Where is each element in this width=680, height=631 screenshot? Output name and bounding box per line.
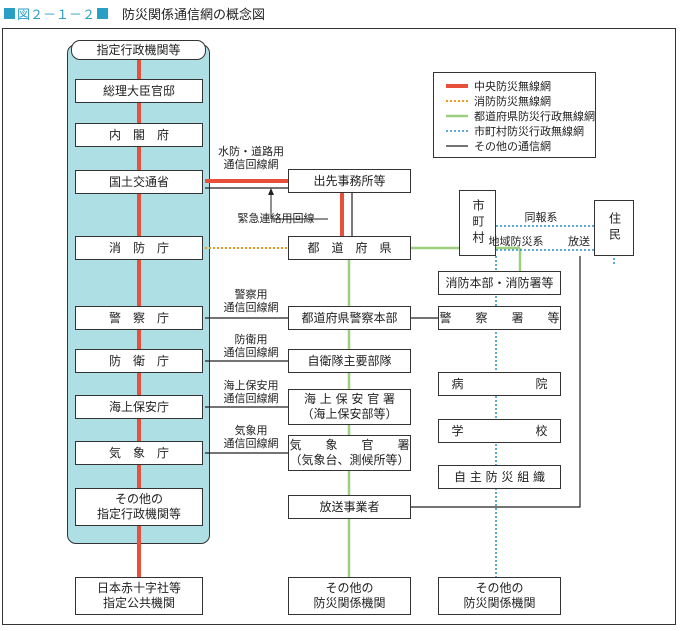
police-net-label: 警察用 通信回線網 — [223, 288, 279, 314]
square-icon — [4, 7, 15, 19]
coast-guard-box: 海 上 保 安 官 署 （海上保安部等） — [288, 389, 411, 425]
designated-public-box: 日本赤十字社等 指定公共機関 — [75, 577, 203, 615]
figure-title: 防災関係通信網の概念図 — [122, 7, 266, 23]
broadcast-line — [411, 256, 581, 508]
water-road-label: 水防・道路用 通信回線網 — [218, 145, 284, 171]
other-org-box: その他の 防災関係機関 — [288, 577, 411, 615]
arrow-up-icon — [268, 188, 274, 195]
legend-label: 中央防災無線網 — [474, 79, 551, 93]
school-box: 学 校 — [438, 419, 561, 443]
legend-item: 都道府県防災行政無線網 — [434, 108, 595, 123]
legend-item: 消防防災無線網 — [434, 93, 595, 108]
legend-item: 市町村防災行政無線網 — [434, 123, 595, 138]
emergency-label: 緊急連絡用回線 — [237, 212, 315, 225]
legend-item: 中央防災無線網 — [434, 78, 595, 93]
defense-net-label: 防衛用 通信回線網 — [223, 333, 279, 359]
panel-title: 指定行政機関等 — [71, 40, 206, 60]
volunteer-org-box: 自 主 防 災 組 織 — [438, 465, 561, 489]
prefecture-box: 都 道 府 県 — [288, 236, 411, 260]
municipality-box: 市町村 — [459, 190, 496, 256]
regional-office-box: 出先事務所等 — [288, 169, 411, 193]
agency-box: 気 象 庁 — [75, 441, 203, 465]
doho-label: 同報系 — [524, 211, 558, 224]
legend-label: 都道府県防災行政無線網 — [474, 109, 595, 123]
figure-header: 図２－１－２ 防災関係通信網の概念図 — [4, 4, 266, 23]
coast-net-label: 海上保安用 通信回線網 — [223, 379, 279, 405]
agency-box: その他の 指定行政機関等 — [75, 488, 203, 526]
broadcaster-box: 放送事業者 — [288, 495, 411, 519]
agency-box: 防 衛 庁 — [75, 349, 203, 373]
fire-hq-box: 消防本部・消防署等 — [438, 271, 561, 295]
police-hq-box: 都道府県警察本部 — [288, 306, 411, 330]
legend: 中央防災無線網 消防防災無線網 都道府県防災行政無線網 市町村防災行政無線網 そ… — [433, 72, 596, 158]
chiiki-label: 地域防災系 — [488, 235, 544, 248]
agency-box: 警 察 庁 — [75, 306, 203, 330]
agency-box: 総理大臣官邸 — [75, 79, 203, 103]
figure-number: 図２－１－２ — [17, 7, 96, 23]
legend-label: 消防防災無線網 — [474, 94, 551, 108]
agency-box: 海上保安庁 — [75, 395, 203, 419]
agency-box: 内 閣 府 — [75, 123, 203, 147]
agency-box: 消 防 庁 — [75, 236, 203, 260]
hospital-box: 病 院 — [438, 372, 561, 396]
police-station-box: 警 察 署 等 — [438, 306, 561, 330]
met-office-box: 気 象 官 署 （気象台、測候所等） — [288, 435, 411, 471]
other-org-box-right: その他の 防災関係機関 — [438, 577, 561, 615]
sdf-box: 自衛隊主要部隊 — [288, 349, 411, 373]
square-icon — [97, 7, 109, 19]
legend-label: 市町村防災行政無線網 — [474, 124, 584, 138]
weather-net-label: 気象用 通信回線網 — [223, 424, 279, 450]
diagram-frame — [2, 28, 676, 625]
legend-label: その他の通信網 — [474, 139, 551, 153]
legend-item: その他の通信網 — [434, 138, 595, 153]
agency-box: 国土交通省 — [75, 170, 203, 194]
residents-box: 住民 — [594, 200, 634, 256]
broadcast-label: 放送 — [568, 235, 590, 248]
